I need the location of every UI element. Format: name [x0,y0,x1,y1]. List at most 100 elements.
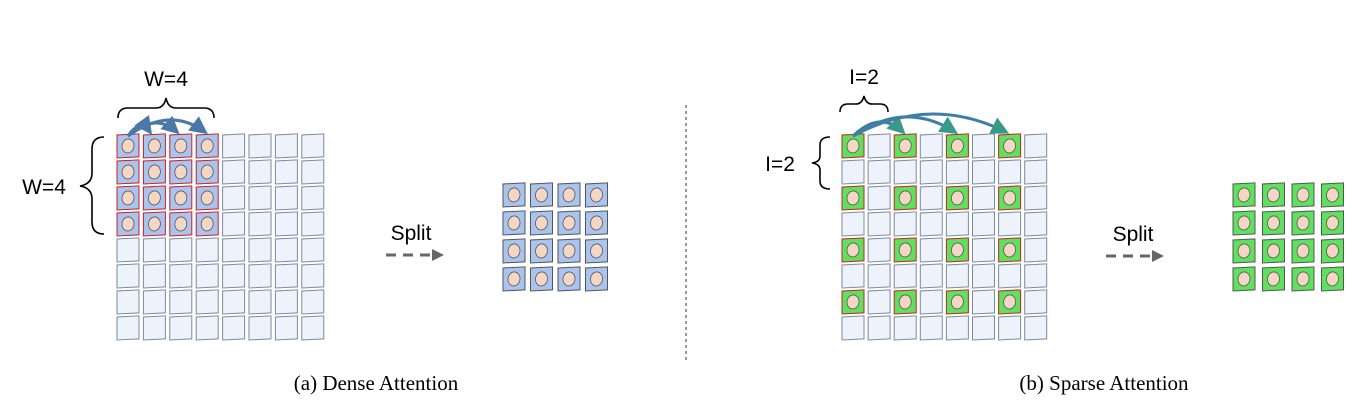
sparse-selected-token [893,237,917,263]
empty-token [248,159,272,185]
empty-token [1024,263,1048,289]
empty-token [301,211,325,237]
dense-output-token [557,182,581,208]
empty-token [919,159,943,185]
sparse-output-token [1232,182,1256,208]
empty-token [945,263,969,289]
dense-output-token [585,210,608,236]
empty-token [841,159,865,185]
dense-selected-token [195,159,219,185]
sparse-selected-token [945,133,969,159]
sparse-output-token [1262,238,1285,264]
empty-token [248,133,272,159]
dense-output-token [502,238,526,264]
dense-selected-token [116,159,140,185]
sparse-selected-token [841,237,865,263]
empty-token [222,133,246,159]
dense-output-token [557,238,581,264]
empty-token [195,237,219,263]
sparse-selected-token [945,237,969,263]
empty-token [116,289,140,315]
empty-token [841,211,865,237]
empty-token [972,315,995,341]
sparse-selected-token [893,133,917,159]
sparse-attention-arrows [851,112,1010,138]
empty-token [274,159,298,185]
empty-token [301,315,325,341]
empty-token [301,185,325,211]
empty-token [1024,133,1048,159]
empty-token [274,133,298,159]
empty-token [893,315,917,341]
empty-token [841,263,865,289]
dense-split-arrowhead [432,249,444,261]
empty-token [893,211,917,237]
sparse-interval-top-label: I=2 [849,66,879,89]
sparse-selected-token [841,185,865,211]
sparse-selected-token [893,185,917,211]
sparse-token-grid [841,133,1048,341]
dense-selected-token [169,185,193,211]
empty-token [972,289,995,315]
empty-token [998,211,1022,237]
empty-token [222,159,246,185]
sparse-selected-token [841,133,865,159]
empty-token [867,263,891,289]
sparse-output-token [1291,182,1315,208]
empty-token [1024,159,1048,185]
empty-token [274,211,298,237]
sparse-output-token [1321,266,1344,292]
dense-output-token [502,182,526,208]
empty-token [248,289,272,315]
empty-token [972,211,995,237]
empty-token [867,211,891,237]
empty-token [945,211,969,237]
dense-selected-token [169,133,193,159]
empty-token [867,185,891,211]
empty-token [1024,211,1048,237]
empty-token [998,315,1022,341]
empty-token [222,211,246,237]
empty-token [1024,237,1048,263]
empty-token [301,263,325,289]
empty-token [169,289,193,315]
sparse-output-token [1321,210,1344,236]
sparse-output-token [1321,182,1344,208]
empty-token [222,315,246,341]
sparse-selected-token [841,289,865,315]
dense-output-token [530,210,553,236]
dense-output-token [585,182,608,208]
dense-attention-arrows [126,115,208,138]
sparse-output-token [1321,238,1344,264]
dense-output-token [530,238,553,264]
empty-token [222,289,246,315]
empty-token [248,185,272,211]
empty-token [301,133,325,159]
empty-token [222,185,246,211]
empty-token [1024,315,1048,341]
dense-split-output-grid [502,182,608,292]
empty-token [301,159,325,185]
dense-height-brace [79,136,105,235]
dense-output-token [585,266,608,292]
dense-selected-token [195,211,219,237]
dense-width-brace [117,97,215,119]
empty-token [945,315,969,341]
dense-output-token [557,266,581,292]
empty-token [222,237,246,263]
empty-token [972,263,995,289]
empty-token [867,159,891,185]
sparse-selected-token [998,237,1022,263]
empty-token [248,237,272,263]
dense-output-token [530,266,553,292]
empty-token [195,315,219,341]
empty-token [169,263,193,289]
empty-token [116,315,140,341]
sparse-output-token [1262,182,1285,208]
empty-token [169,237,193,263]
sparse-output-token [1291,210,1315,236]
empty-token [972,159,995,185]
dense-selected-token [116,133,140,159]
